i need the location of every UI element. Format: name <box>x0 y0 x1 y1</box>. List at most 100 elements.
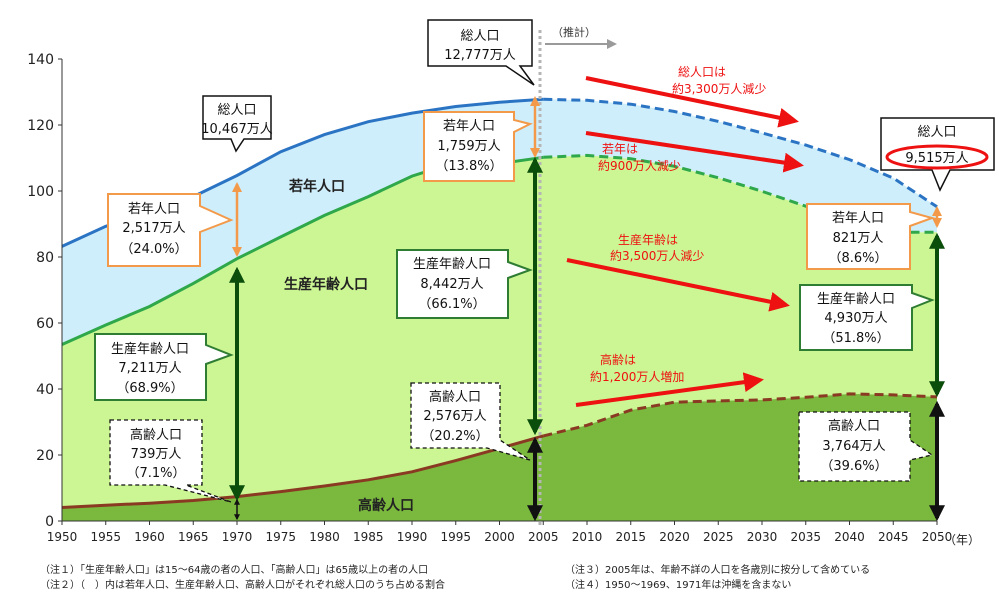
callout-total-2005-value: 12,777万人 <box>444 48 516 63</box>
x-tick-label: 2015 <box>615 530 646 544</box>
x-tick-label: 2035 <box>790 530 821 544</box>
y-tick-label: 0 <box>45 514 54 530</box>
trend-arrow-old <box>575 372 764 407</box>
callout-total-2050: 総人口 9,515万人 <box>880 117 995 192</box>
note-1: （注１）「生産年齢人口」は15～64歳の者の人口、「高齢人口」は65歳以上の者の… <box>40 565 429 576</box>
callout-working-2005: 生産年齢人口 8,442万人 （66.1%） <box>396 249 533 319</box>
callout-old-2005-title: 高齢人口 <box>429 389 481 405</box>
trend-total-line1: 総人口は <box>678 65 726 79</box>
x-tick-label: 2020 <box>659 530 690 544</box>
trend-arrow-total <box>585 76 799 128</box>
callout-old-2005-value: 2,576万人 <box>423 409 486 424</box>
young-area-label: 若年人口 <box>288 178 345 195</box>
callout-total-2050-value: 9,515万人 <box>905 151 968 166</box>
callout-working-1970-title: 生産年齢人口 <box>111 341 189 357</box>
x-tick-label: 1960 <box>134 530 165 544</box>
callout-working-2050: 生産年齢人口 4,930万人 （51.8%） <box>799 284 935 351</box>
y-tick-label: 140 <box>27 52 54 68</box>
callout-working-1970: 生産年齢人口 7,211万人 （68.9%） <box>94 333 234 401</box>
callout-working-1970-pct: （68.9%） <box>116 381 183 396</box>
x-tick-label: 1970 <box>222 530 253 544</box>
callout-young-2005-value: 1,759万人 <box>437 139 500 154</box>
note-2: （注２）（ ）内は若年人口、生産年齢人口、高齢人口がそれぞれ総人口のうち占める割… <box>40 580 445 591</box>
note-4: （注４）1950～1969、1971年は沖縄を含まない <box>565 580 792 591</box>
trend-young-line1: 若年は <box>602 142 638 156</box>
callout-young-2050-pct: （8.6%） <box>828 251 887 266</box>
estimate-label: （推計） <box>552 25 596 39</box>
callout-old-1970: 高齢人口 739万人 （7.1%） <box>109 419 232 503</box>
x-tick-label: 2005 <box>528 530 559 544</box>
x-tick-label: 2040 <box>834 530 865 544</box>
y-tick-label: 60 <box>36 316 54 332</box>
note-3: （注３）2005年は、年齢不詳の人口を各歳別に按分して含めている <box>565 565 871 576</box>
callout-old-2050-value: 3,764万人 <box>822 439 885 454</box>
callout-working-2050-title: 生産年齢人口 <box>817 291 895 307</box>
old-area-label: 高齢人口 <box>358 497 414 514</box>
x-tick-label: 1985 <box>353 530 384 544</box>
callout-old-2050-pct: （39.6%） <box>820 459 887 474</box>
callout-old-1970-title: 高齢人口 <box>130 427 182 443</box>
trend-old-line2: 約1,200万人増加 <box>590 369 684 384</box>
callout-young-2050-title: 若年人口 <box>832 210 884 226</box>
y-tick-label: 20 <box>36 448 54 464</box>
callout-young-1970-pct: （24.0%） <box>120 242 187 257</box>
trend-arrow-working <box>566 258 790 312</box>
callout-old-1970-pct: （7.1%） <box>126 466 185 481</box>
callout-young-2005-title: 若年人口 <box>443 118 495 134</box>
x-tick-label: 1980 <box>309 530 340 544</box>
x-tick-label: 1995 <box>440 530 471 544</box>
x-tick-label: 1990 <box>397 530 428 544</box>
callout-young-2050: 若年人口 821万人 （8.6%） <box>806 203 936 270</box>
callout-total-1970-title: 総人口 <box>217 103 256 118</box>
x-tick-label: 2030 <box>747 530 778 544</box>
x-tick-label: 2025 <box>703 530 734 544</box>
callout-old-2050: 高齢人口 3,764万人 （39.6%） <box>798 411 934 482</box>
callout-total-1970: 総人口 10,467万人 <box>201 95 273 153</box>
callout-old-2005-pct: （20.2%） <box>421 429 488 444</box>
callout-total-2005: 総人口 12,777万人 <box>427 19 535 86</box>
y-tick-label: 40 <box>36 382 54 398</box>
y-tick-label: 100 <box>27 184 54 200</box>
callout-working-2005-pct: （66.1%） <box>418 297 485 312</box>
callout-total-2005-title: 総人口 <box>460 29 499 44</box>
callout-working-2050-value: 4,930万人 <box>824 311 887 326</box>
callout-old-2050-title: 高齢人口 <box>828 418 880 434</box>
y-axis-ticks: 0 20 40 60 80 100 120 140 <box>27 52 62 530</box>
old-line <box>61 434 544 509</box>
callout-young-1970: 若年人口 2,517万人 （24.0%） <box>107 193 234 267</box>
x-tick-label: 1975 <box>265 530 296 544</box>
callout-working-2050-pct: （51.8%） <box>822 331 889 346</box>
old-area <box>62 393 937 521</box>
callout-working-2005-title: 生産年齢人口 <box>413 256 491 272</box>
x-tick-label: 1965 <box>178 530 209 544</box>
young-area <box>62 99 937 345</box>
y-tick-label: 120 <box>27 118 54 134</box>
callout-old-1970-value: 739万人 <box>131 447 182 462</box>
trend-working-line2: 約3,500万人減少 <box>610 248 704 263</box>
callout-total-1970-value: 10,467万人 <box>201 122 273 137</box>
trend-arrow-young <box>585 131 804 173</box>
old-line-projection <box>542 392 938 438</box>
x-tick-label: 2050 <box>922 530 953 544</box>
callout-total-2050-title: 総人口 <box>917 125 956 140</box>
callout-young-2050-value: 821万人 <box>833 231 884 246</box>
trend-old-line1: 高齢は <box>600 352 636 367</box>
total-line-projection <box>543 97 938 209</box>
working-area <box>62 155 937 508</box>
callout-working-2005-value: 8,442万人 <box>420 277 483 292</box>
callout-young-2005: 若年人口 1,759万人 （13.8%） <box>423 111 533 182</box>
x-tick-label: 2045 <box>878 530 909 544</box>
x-axis-unit: （年） <box>944 533 980 547</box>
x-tick-label: 2010 <box>572 530 603 544</box>
trend-young-line2: 約900万人減少 <box>598 158 681 173</box>
callout-working-1970-value: 7,211万人 <box>118 361 181 376</box>
callout-young-1970-title: 若年人口 <box>128 201 180 217</box>
callout-young-1970-value: 2,517万人 <box>122 221 185 236</box>
working-area-label: 生産年齢人口 <box>284 276 368 293</box>
x-tick-label: 1955 <box>90 530 121 544</box>
trend-working-line1: 生産年齢は <box>618 232 678 247</box>
y-tick-label: 80 <box>36 250 54 266</box>
callout-old-2005: 高齢人口 2,576万人 （20.2%） <box>410 382 531 461</box>
